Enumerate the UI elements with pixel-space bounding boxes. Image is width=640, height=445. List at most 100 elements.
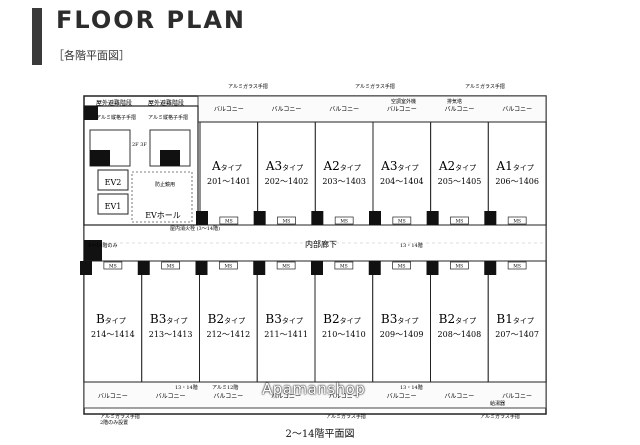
unit-room [430, 121, 489, 226]
unit-type-name: B3 [381, 312, 397, 326]
unit-room [83, 260, 143, 383]
ms-box [277, 216, 296, 225]
ms-box [103, 261, 123, 270]
unit-room-range: 213〜1413 [149, 330, 193, 339]
bottom-note-4: 13・14階 [400, 384, 423, 391]
exhaust-tag: 排気塔 [447, 98, 462, 105]
unit-type-label: B3タイプ [150, 312, 187, 326]
unit-type-label: B3タイプ [265, 312, 302, 326]
ms-box [392, 216, 412, 225]
column [369, 211, 381, 225]
watermark: Apamanshop [262, 380, 366, 398]
stair-left-shaft [90, 150, 110, 166]
stair-note-right: アルミ縦格子手摺 [148, 114, 188, 121]
unit-type-name: A2 [438, 159, 455, 173]
unit-balcony-label: バルコニー [329, 106, 359, 113]
top-rail-1: アルミガラス手摺 [228, 83, 268, 90]
column [426, 261, 439, 275]
unit-type-suffix: タイプ [397, 316, 418, 325]
column [196, 211, 208, 225]
ev-hall-label: EVホール [145, 211, 181, 220]
unit-type-name: B3 [265, 312, 281, 326]
unit-room [256, 260, 316, 383]
unit-type-suffix: タイプ [282, 316, 303, 325]
unit-type-label: B3タイプ [381, 312, 418, 326]
vestibule-label: 防止鏡用 [155, 181, 175, 188]
unit-balcony-label: バルコニー [502, 106, 532, 113]
unit-balcony-label: バルコニー [444, 393, 474, 400]
ms-label: MS [225, 264, 233, 270]
unit-type-suffix: タイプ [282, 163, 303, 172]
unit-type-suffix: タイプ [513, 163, 534, 172]
header-accent-bar [32, 8, 42, 65]
unit-room-range: 211〜1411 [264, 330, 308, 339]
unit-type-suffix: タイプ [340, 163, 361, 172]
unit-type-label: B2タイプ [439, 312, 476, 326]
bottom-note-3: アルミ12階 [212, 384, 238, 391]
unit-type-name: A3 [380, 159, 397, 173]
ms-box [219, 261, 238, 270]
top-balcony-strip [197, 95, 547, 123]
unit-room [314, 121, 374, 226]
column [426, 211, 439, 225]
unit-room [199, 260, 258, 383]
bottom-rail-2: アルミガラス手摺 [326, 413, 366, 420]
unit-balcony-label: バルコニー [213, 393, 243, 400]
stair-label-right: 屋外避難階段 [148, 99, 184, 107]
bottom-rail-3: アルミガラス手摺 [480, 413, 520, 420]
unit-type-name: A [211, 159, 221, 173]
unit-balcony-label: バルコニー [271, 393, 301, 400]
unit-balcony-label: バルコニー [445, 106, 475, 113]
column [484, 261, 497, 275]
ms-box [450, 216, 469, 225]
unit-balcony-label: バルコニー [329, 393, 359, 400]
unit-room [487, 121, 547, 226]
unit-room-range: 212〜1412 [207, 330, 251, 339]
corridor-label: 内部廊下 [305, 239, 337, 249]
unit-room [487, 260, 547, 383]
unit-room [372, 121, 432, 226]
ms-label: MS [225, 219, 233, 225]
ms-box [507, 216, 527, 225]
column [137, 261, 150, 275]
page-title: FLOOR PLAN [56, 6, 247, 34]
unit-room-range: 206〜1406 [495, 177, 539, 186]
column-bl-1 [84, 240, 102, 262]
unit-type-label: B1タイプ [496, 312, 533, 326]
column [311, 261, 323, 275]
ms-box [450, 261, 469, 270]
bottom-note-1: 2階のみ設置 [100, 419, 128, 426]
unit-room-range: 210〜1410 [322, 330, 366, 339]
footer-caption: 2〜14階平面図 [285, 429, 355, 440]
ms-box [219, 216, 239, 225]
ev2-car [97, 169, 129, 191]
top-rail-3: アルミガラス手摺 [465, 83, 505, 90]
column [368, 261, 381, 275]
unit-type-label: A1タイプ [496, 159, 534, 173]
bottom-note-2: 13・14階 [175, 384, 198, 391]
ms-box [276, 261, 296, 270]
ms-box [334, 216, 354, 225]
column [311, 211, 324, 225]
stair-right-shaft [160, 150, 180, 166]
unit-type-label: Bタイプ [96, 312, 126, 326]
ev-hall-outline [131, 171, 193, 223]
ms-label: MS [282, 264, 290, 270]
ms-box [507, 261, 527, 270]
unit-type-label: B2タイプ [208, 312, 245, 326]
ms-box [161, 261, 180, 270]
stair-flag: 2F 3F [132, 142, 147, 148]
unit-room-range: 208〜1408 [438, 330, 482, 339]
unit-type-name: B2 [323, 312, 339, 326]
unit-balcony-label: バルコニー [387, 106, 417, 113]
unit-room-range: 202〜1402 [265, 177, 309, 186]
ev1-label: EV1 [105, 202, 122, 211]
top-rail-2: アルミガラス手摺 [355, 83, 395, 90]
